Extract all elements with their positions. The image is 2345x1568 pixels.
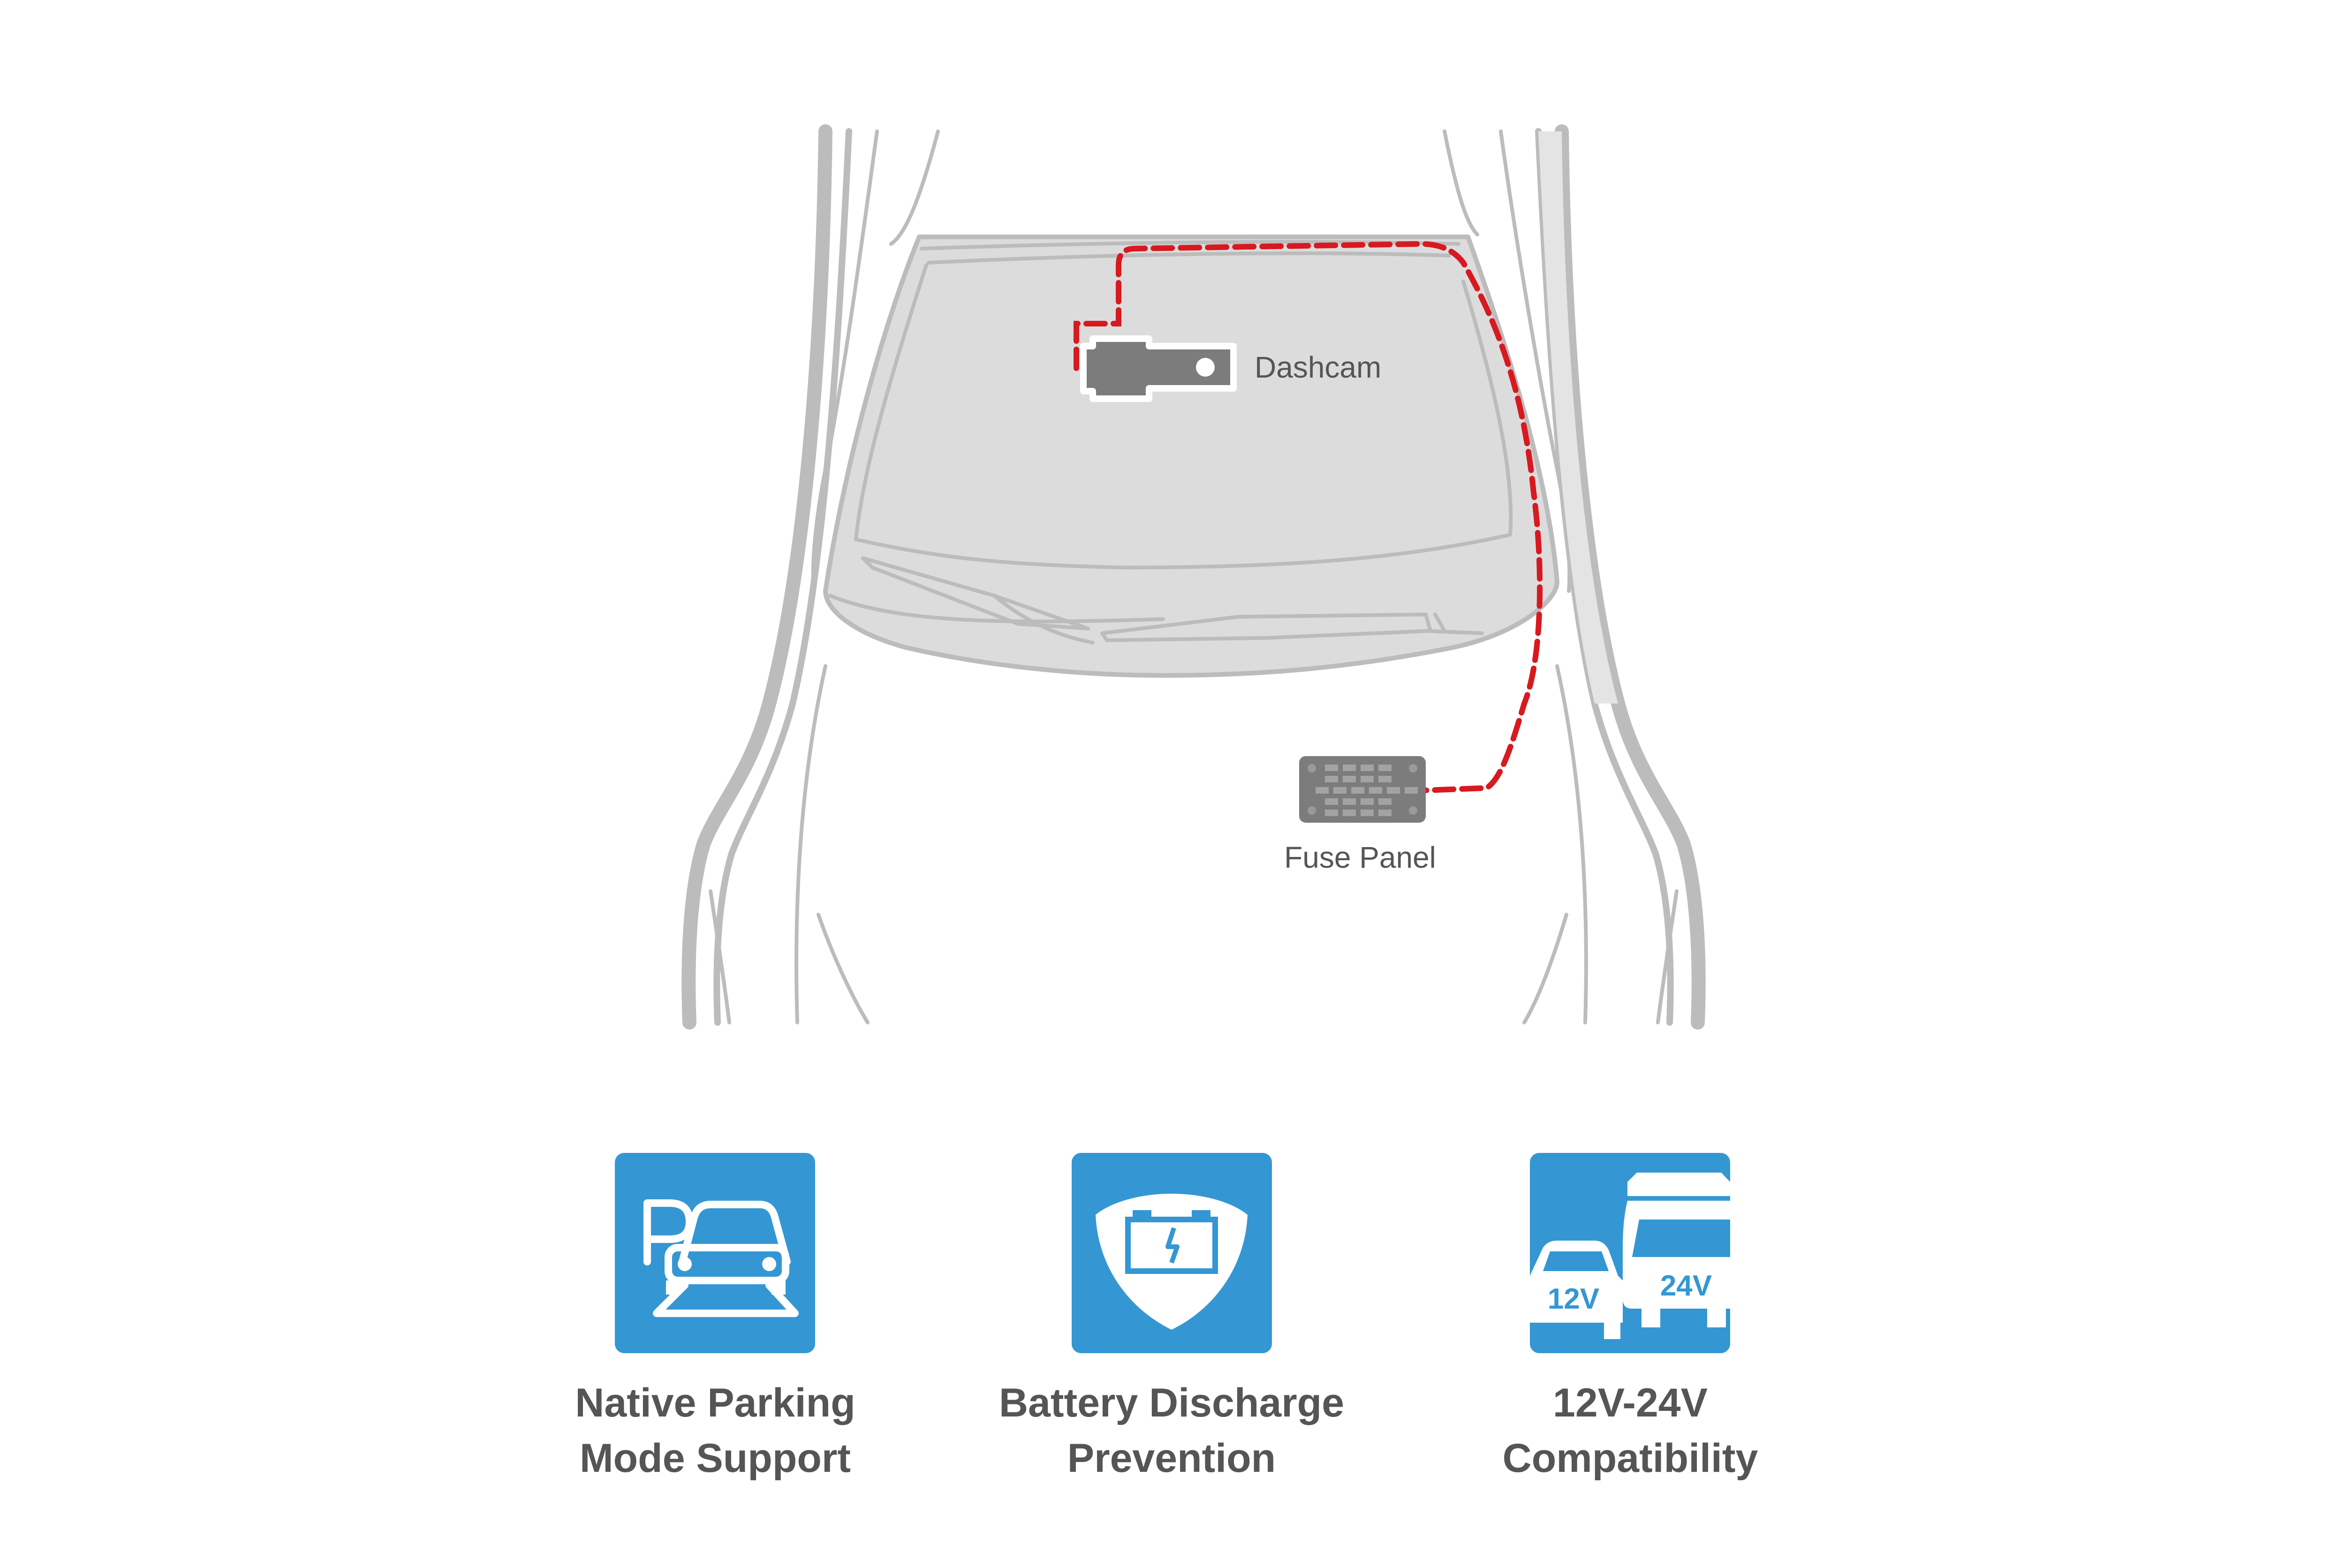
feature-parking-line1: Native Parking (575, 1380, 855, 1425)
dashcam-label: Dashcam (1255, 350, 1381, 384)
feature-voltage-line1: 12V-24V (1553, 1380, 1708, 1425)
fuse-panel-label: Fuse Panel (1284, 841, 1436, 874)
feature-battery-prevention: Battery Discharge Prevention (999, 1153, 1344, 1481)
dashcam-device-icon (1080, 335, 1237, 402)
feature-parking-line2: Mode Support (580, 1436, 851, 1481)
feature-battery-line2: Prevention (1067, 1436, 1276, 1481)
power-cable (1074, 241, 1543, 793)
voltage-badge-12v: 12V (1548, 1283, 1599, 1315)
feature-voltage-line2: Compatibility (1503, 1436, 1758, 1481)
feature-parking-mode: Native Parking Mode Support (575, 1153, 855, 1481)
fuse-panel-icon (1299, 756, 1426, 823)
feature-battery-line1: Battery Discharge (999, 1380, 1344, 1425)
windshield (823, 235, 1559, 678)
voltage-badge-24v: 24V (1660, 1270, 1712, 1302)
car-outline (681, 124, 1706, 1030)
feature-voltage-compat: 12V 24V 12V-24V Compatibility (1503, 1153, 1758, 1481)
